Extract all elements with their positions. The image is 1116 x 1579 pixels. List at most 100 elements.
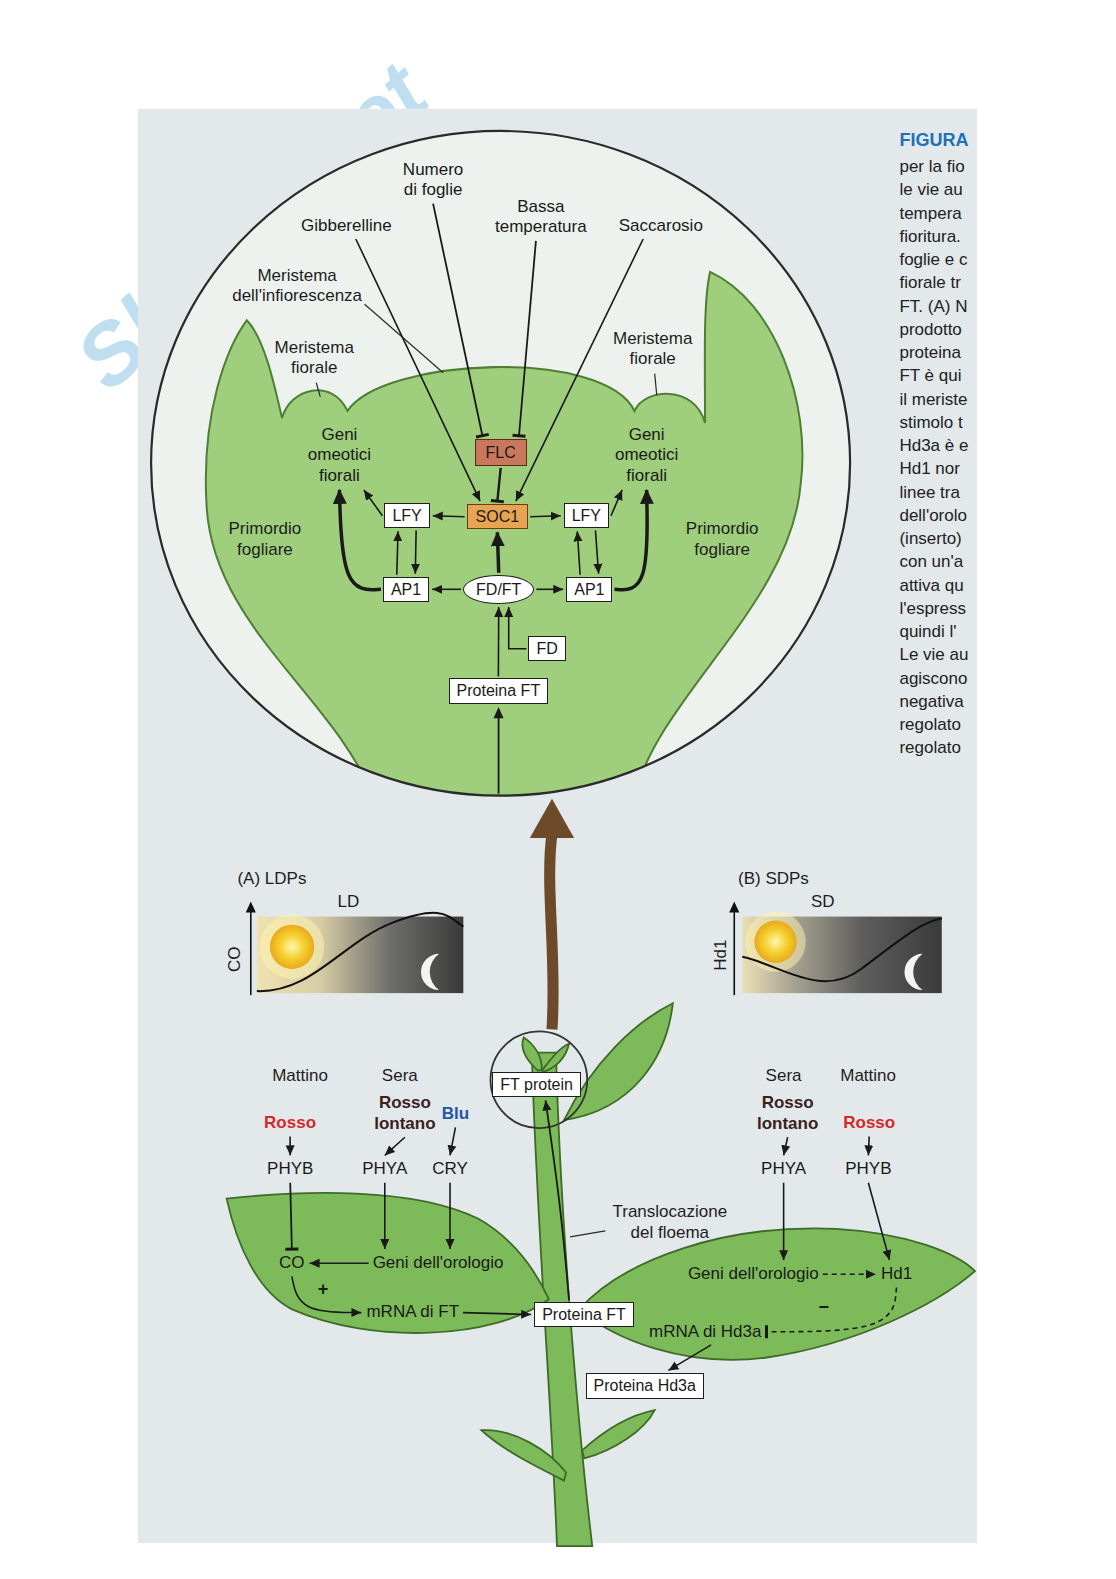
caption-line: stimolo t <box>899 413 962 433</box>
protein-box: Proteina FT <box>534 1302 634 1327</box>
edge-sign: + <box>316 1279 331 1301</box>
node-text: PHYB <box>845 1159 891 1179</box>
node-text: SOC1 <box>476 507 520 526</box>
zoom-circle-fill <box>151 131 850 796</box>
caption-line: regolato <box>899 715 960 735</box>
protein-box: FT protein <box>492 1072 581 1097</box>
factor-label: Gibberelline <box>299 215 394 237</box>
node-text: Rosso lontano <box>756 1093 820 1134</box>
arrow-connector <box>449 1183 451 1249</box>
caption-line: il meriste <box>899 390 967 410</box>
part-label: Translocazione del floema <box>609 1202 731 1243</box>
moon <box>421 954 439 990</box>
panel-label: LD <box>337 892 359 912</box>
arrow-connector <box>289 1136 291 1155</box>
protein-box: FD <box>528 636 565 661</box>
edge-sign: − <box>816 1297 831 1319</box>
arrow-connector <box>530 516 561 517</box>
arrow-connector <box>433 516 465 517</box>
caption-line: Hd1 nor <box>899 459 959 479</box>
caption-line: regolato <box>899 738 960 758</box>
caption-line: FT. (A) N <box>899 297 967 317</box>
arrow-connector <box>450 1127 455 1155</box>
photoreceptor: CRY <box>430 1158 470 1180</box>
gene-group: Geni omeotici fiorali <box>612 424 682 487</box>
arrow-connector <box>823 1274 876 1276</box>
gene-label: Hd1 <box>879 1263 914 1285</box>
part-label: Meristema dell'infiorescenza <box>232 266 362 307</box>
transcript-label: mRNA di Hd3a <box>647 1321 763 1343</box>
photoreceptor: PHYB <box>265 1158 315 1180</box>
light-label: Rosso lontano <box>754 1092 822 1135</box>
arrow-connector <box>356 239 480 501</box>
arrow-connector <box>397 531 398 574</box>
axis-arrowhead <box>246 901 256 912</box>
rhythm-curve <box>742 919 941 982</box>
caption-line: attiva qu <box>899 576 963 596</box>
node-text: Blu <box>442 1104 469 1124</box>
photoreceptor: PHYA <box>360 1158 409 1180</box>
time-label: Mattino <box>272 1066 328 1086</box>
arrow-connector <box>292 1276 362 1312</box>
node-text: AP1 <box>391 580 421 599</box>
part-label: Primordio fogliare <box>227 519 303 560</box>
light-label: Blu <box>440 1103 471 1125</box>
gene-box: LFY <box>384 503 429 528</box>
protein-box: Proteina Hd3a <box>586 1373 704 1398</box>
factor-label: Saccarosio <box>617 215 705 237</box>
arrow-connector <box>384 1183 386 1249</box>
gene-box: LFY <box>564 503 609 528</box>
gene-label: CO <box>277 1252 307 1274</box>
arrow-connector <box>432 589 461 591</box>
arrow-connector <box>498 607 500 677</box>
arrow-connector <box>784 1137 788 1155</box>
arrow-connector <box>509 607 527 649</box>
axis <box>250 911 252 996</box>
node-text: LFY <box>572 506 601 525</box>
node-text: Rosso <box>843 1113 895 1133</box>
gene-box: AP1 <box>383 577 429 602</box>
caption-line: agiscono <box>899 669 967 689</box>
gene-box: FLC <box>475 439 527 466</box>
node-text: CRY <box>432 1159 468 1179</box>
node-text: Geni dell'orologio <box>688 1264 819 1284</box>
arrow-connector <box>614 490 647 590</box>
day-panel <box>257 917 463 994</box>
caption-line: l'espress <box>899 599 966 619</box>
time-label: Sera <box>382 1066 418 1086</box>
day-panel <box>742 917 941 994</box>
zoom-arrowhead <box>530 799 574 838</box>
protein-box: Proteina FT <box>449 678 549 703</box>
caption-line: con un'a <box>899 552 963 572</box>
node-text: AP1 <box>574 580 604 599</box>
caption-line: Hd3a è e <box>899 436 968 456</box>
signal-line <box>498 717 500 794</box>
caption-line: per la fio <box>899 157 964 177</box>
apex-circle <box>491 1031 588 1128</box>
node-text: Rosso <box>264 1113 316 1133</box>
sun-glow <box>745 912 805 972</box>
arrow-connector <box>577 531 580 574</box>
caption-line: proteina <box>899 343 960 363</box>
gene-group: Geni omeotici fiorali <box>304 424 374 487</box>
caption-line: fiorale tr <box>899 273 960 293</box>
inhibition-line <box>497 468 500 501</box>
node-text: CO <box>279 1253 305 1273</box>
caption-line: dell'orolo <box>899 506 967 526</box>
arrow-connector <box>497 532 498 572</box>
node-text: Numero di foglie <box>399 160 467 201</box>
node-text: Geni omeotici fiorali <box>306 425 372 486</box>
light-label: Rosso lontano <box>371 1092 439 1135</box>
arrow-connector <box>868 1136 870 1155</box>
caption-line: negativa <box>899 692 963 712</box>
inhibition-line <box>519 241 536 436</box>
arrow-connector <box>595 530 598 573</box>
caption-line: Le vie au <box>899 645 968 665</box>
inhibition-line <box>290 1183 292 1249</box>
caption-line: tempera <box>899 204 961 224</box>
light-label: Rosso <box>262 1112 318 1134</box>
photoreceptor: PHYB <box>843 1158 893 1180</box>
rhythm-curve <box>257 913 463 991</box>
panel-label: (A) LDPs <box>237 869 306 889</box>
